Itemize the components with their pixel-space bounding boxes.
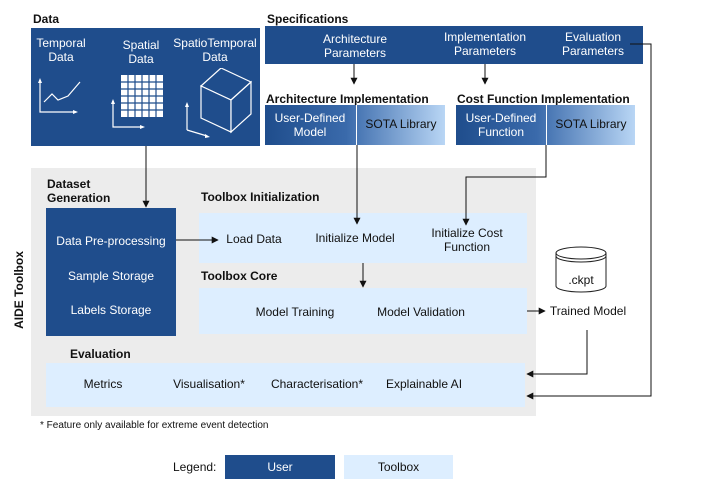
cube-icon <box>185 68 253 138</box>
legend-user: User <box>225 455 335 479</box>
line-chart-icon <box>38 78 81 114</box>
labels-storage: Labels Storage <box>70 303 152 317</box>
explainable-ai: Explainable AI <box>385 377 463 391</box>
temporal-data-label: Temporal Data <box>36 36 86 64</box>
load-data: Load Data <box>226 232 282 246</box>
footnote: * Feature only available for extreme eve… <box>40 420 269 431</box>
model-training: Model Training <box>255 305 335 319</box>
toolbox-init-title: Toolbox Initialization <box>201 190 320 204</box>
data-title: Data <box>33 12 60 26</box>
implementation-parameters: Implementation Parameters <box>443 30 527 58</box>
legend-toolbox: Toolbox <box>344 455 453 479</box>
toolbox-core-box: Model Training Model Validation <box>199 288 527 334</box>
toolbox-side-label: AIDE Toolbox <box>12 251 26 329</box>
specifications-title: Specifications <box>267 12 349 26</box>
sample-storage: Sample Storage <box>67 269 155 283</box>
initialize-model: Initialize Model <box>315 231 395 245</box>
sota-library-cost: SOTA Library <box>555 117 627 131</box>
checkpoint-cylinder-icon <box>555 246 607 293</box>
legend-label: Legend: <box>173 460 217 474</box>
user-defined-function: User-Defined Function <box>465 111 537 139</box>
specifications-box: Architecture Parameters Implementation P… <box>265 26 643 64</box>
divider <box>356 105 357 145</box>
characterisation: Characterisation* <box>270 377 364 391</box>
spatial-data-label: Spatial Data <box>122 38 160 66</box>
toolbox-core-title: Toolbox Core <box>201 269 278 283</box>
data-preprocessing: Data Pre-processing <box>56 234 166 248</box>
initialize-cost-function: Initialize Cost Function <box>431 226 503 254</box>
data-box: Temporal Data Spatial Data SpatioTempora… <box>31 28 260 146</box>
architecture-impl-box: User-Defined Model SOTA Library <box>265 105 445 145</box>
dataset-generation-title: Dataset Generation <box>47 177 111 205</box>
trained-model-label: Trained Model <box>549 304 627 318</box>
cost-impl-box: User-Defined Function SOTA Library <box>456 105 635 145</box>
toolbox-init-box: Load Data Initialize Model Initialize Co… <box>199 213 527 263</box>
cost-impl-title: Cost Function Implementation <box>457 92 630 106</box>
ckpt-label: .ckpt <box>568 273 594 287</box>
architecture-impl-title: Architecture Implementation <box>266 92 429 106</box>
grid-icon <box>111 75 163 129</box>
evaluation-title: Evaluation <box>70 347 131 361</box>
model-validation: Model Validation <box>377 305 465 319</box>
user-defined-model: User-Defined Model <box>274 111 346 139</box>
evaluation-box: Metrics Visualisation* Characterisation*… <box>46 363 525 407</box>
visualisation: Visualisation* <box>173 377 245 391</box>
divider <box>546 105 547 145</box>
architecture-parameters: Architecture Parameters <box>322 32 388 60</box>
sota-library-architecture: SOTA Library <box>365 117 437 131</box>
evaluation-parameters: Evaluation Parameters <box>561 30 625 58</box>
spatiotemporal-data-label: SpatioTemporal Data <box>173 36 257 64</box>
dataset-generation-box: Data Pre-processing Sample Storage Label… <box>46 208 176 336</box>
metrics: Metrics <box>83 377 123 391</box>
